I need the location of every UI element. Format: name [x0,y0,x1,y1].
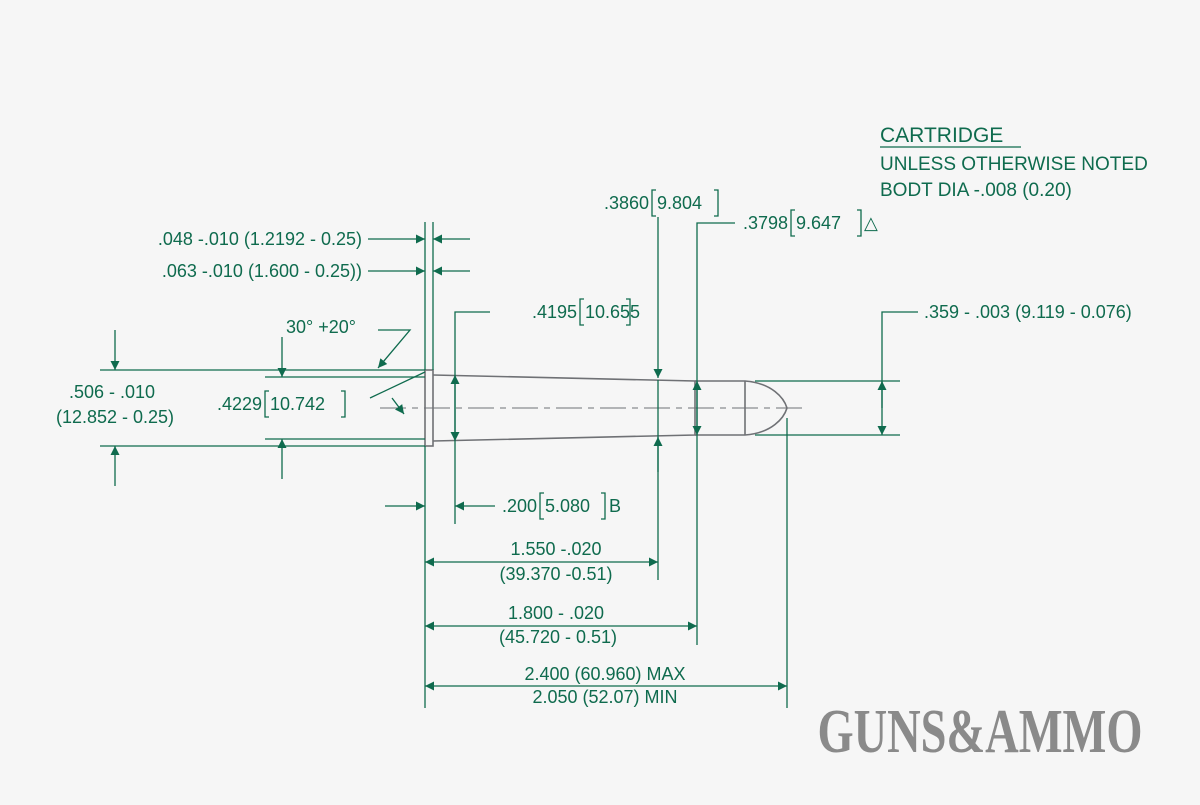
neck-diameter-mm-label: 9.647 [796,213,841,233]
rim-diameter-mm-label: (12.852 - 0.25) [56,407,174,427]
case-length-label: 1.800 - .020 [508,603,604,623]
rim-angle-label: 30° +20° [286,317,356,337]
rim-diameter-label: .506 - .010 [69,382,155,402]
rim-thickness-label: .048 -.010 (1.2192 - 0.25) [158,229,362,249]
base-diameter-mm-label: 10.655 [585,302,640,322]
shoulder-diameter-mm-label: 9.804 [657,193,702,213]
neck-diameter-suffix: △ [864,213,878,233]
base-diameter-label: .4195 [532,302,577,322]
notes-line-2: BODT DIA -.008 (0.20) [880,180,1072,201]
base-length-label: .200 [502,496,537,516]
notes-title: CARTRIDGE [880,124,1003,147]
case-length-mm-label: (45.720 - 0.51) [499,627,617,647]
neck-diameter-label: .3798 [743,213,788,233]
rim-thickness-alt-label: .063 -.010 (1.600 - 0.25)) [162,261,362,281]
guns-and-ammo-logo: GUNS&AMMO [818,698,1143,766]
shoulder-diameter-label: .3860 [604,193,649,213]
bracket-glyphs [264,189,862,520]
head-diameter-mm-label: 10.742 [270,394,325,414]
overall-length-min-label: 2.050 (52.07) MIN [532,687,677,707]
dimension-lines [100,217,918,708]
base-length-mm-label: 5.080 [545,496,590,516]
shoulder-length-mm-label: (39.370 -0.51) [499,564,612,584]
head-diameter-label: .4229 [217,394,262,414]
overall-length-max-label: 2.400 (60.960) MAX [524,664,685,684]
base-length-suffix: B [609,496,621,516]
shoulder-length-label: 1.550 -.020 [510,539,601,559]
bullet-diameter-label: .359 - .003 (9.119 - 0.076) [924,302,1132,322]
notes-line-1: UNLESS OTHERWISE NOTED [880,154,1148,175]
